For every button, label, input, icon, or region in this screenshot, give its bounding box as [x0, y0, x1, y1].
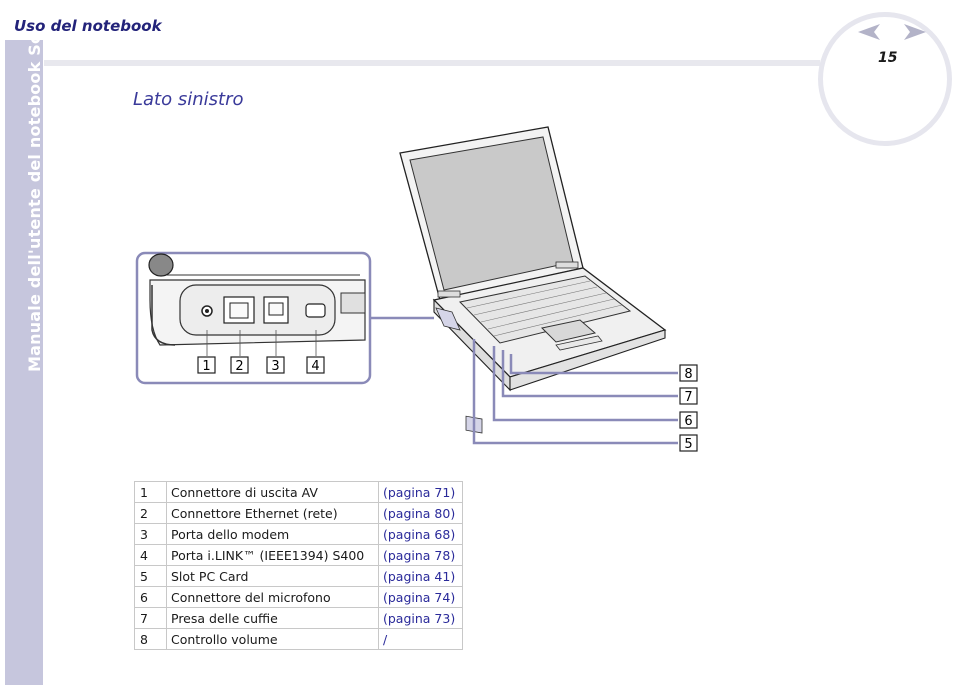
page-reference-link[interactable]: (pagina 74)	[378, 586, 463, 608]
callout-box-6	[679, 411, 698, 429]
callout-label-3: 3	[271, 359, 279, 374]
row-description: Connettore Ethernet (rete)	[166, 502, 379, 524]
table-row: 5 Slot PC Card (pagina 41)	[134, 565, 463, 587]
callout-box-4	[306, 356, 325, 374]
callout-label-7: 7	[684, 390, 692, 405]
callout-label-2: 2	[235, 359, 243, 374]
page-reference-link[interactable]: (pagina 73)	[378, 607, 463, 629]
callout-label-1: 1	[202, 359, 210, 374]
callout-label-6: 6	[684, 414, 692, 429]
table-row: 8 Controllo volume /	[134, 628, 463, 650]
table-row: 6 Connettore del microfono (pagina 74)	[134, 586, 463, 608]
row-number: 4	[134, 544, 167, 566]
laptop-drawing	[399, 126, 667, 434]
callout-box-8	[679, 364, 698, 382]
table-row: 3 Porta dello modem (pagina 68)	[134, 523, 463, 545]
row-number: 1	[134, 481, 167, 503]
callout-box-7	[679, 387, 698, 405]
next-arrow-icon[interactable]	[896, 24, 926, 40]
row-number: 3	[134, 523, 167, 545]
row-description: Slot PC Card	[166, 565, 379, 587]
row-description: Presa delle cuffie	[166, 607, 379, 629]
page-circle	[818, 12, 952, 146]
table-row: 2 Connettore Ethernet (rete) (pagina 80)	[134, 502, 463, 524]
zoom-inset: 1 2 3 4	[135, 251, 372, 385]
callout-label-5: 5	[684, 437, 692, 452]
page-reference-link[interactable]: (pagina 78)	[378, 544, 463, 566]
row-description: Controllo volume	[166, 628, 379, 650]
page-reference-link[interactable]: (pagina 41)	[378, 565, 463, 587]
callout-box-5	[679, 434, 698, 452]
page-reference-text: /	[378, 628, 463, 650]
page-reference-link[interactable]: (pagina 80)	[378, 502, 463, 524]
callout-box-1	[197, 356, 216, 374]
top-rule	[44, 60, 820, 66]
prev-arrow-icon[interactable]	[858, 24, 888, 40]
callout-box-2	[230, 356, 249, 374]
callout-box-3	[266, 356, 285, 374]
sidebar	[5, 40, 43, 685]
page-reference-link[interactable]: (pagina 68)	[378, 523, 463, 545]
table-row: 1 Connettore di uscita AV (pagina 71)	[134, 481, 463, 503]
page-number: 15	[878, 50, 898, 66]
row-number: 8	[134, 628, 167, 650]
row-description: Porta i.LINK™ (IEEE1394) S400	[166, 544, 379, 566]
callout-label-4: 4	[311, 359, 319, 374]
row-number: 5	[134, 565, 167, 587]
row-number: 7	[134, 607, 167, 629]
row-number: 6	[134, 586, 167, 608]
table-row: 7 Presa delle cuffie (pagina 73)	[134, 607, 463, 629]
callout-label-8: 8	[684, 367, 692, 382]
table-row: 4 Porta i.LINK™ (IEEE1394) S400 (pagina …	[134, 544, 463, 566]
ports-table: 1 Connettore di uscita AV (pagina 71) 2 …	[134, 481, 463, 650]
laptop-illustration: 1 2 3 4	[135, 126, 698, 452]
row-number: 2	[134, 502, 167, 524]
header-title: Uso del notebook	[14, 17, 162, 35]
page-reference-link[interactable]: (pagina 71)	[378, 481, 463, 503]
section-title: Lato sinistro	[133, 89, 244, 110]
row-description: Connettore del microfono	[166, 586, 379, 608]
row-description: Porta dello modem	[166, 523, 379, 545]
row-description: Connettore di uscita AV	[166, 481, 379, 503]
